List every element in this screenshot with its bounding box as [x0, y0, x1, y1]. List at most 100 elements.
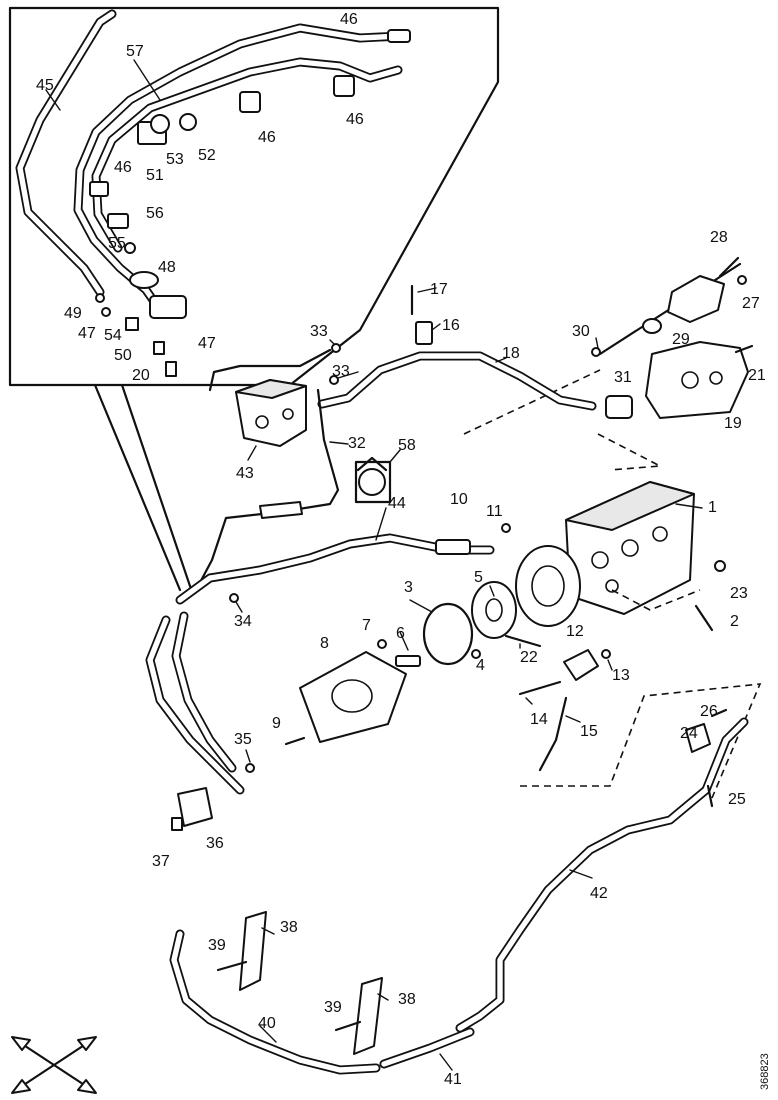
callout-label-33: 33 [332, 363, 350, 380]
callout-label-29: 29 [672, 331, 690, 348]
bolt-9-icon [284, 736, 306, 746]
fitting-47-icon [153, 341, 165, 355]
callout-label-33: 33 [310, 323, 328, 340]
callout-label-21: 21 [748, 367, 766, 384]
callout-label-49: 49 [64, 305, 82, 322]
callout-label-4: 4 [476, 657, 485, 674]
nut-13-icon [601, 649, 611, 659]
callout-label-55: 55 [108, 235, 126, 252]
callout-label-35: 35 [234, 731, 252, 748]
fitting-47-icon [125, 317, 139, 331]
callout-label-11: 11 [486, 503, 503, 520]
bolt-39-icon [334, 1020, 362, 1032]
bracket-24-icon [685, 723, 711, 753]
callout-label-9: 9 [272, 715, 281, 732]
callout-label-7: 7 [362, 617, 371, 634]
callout-label-54: 54 [104, 327, 122, 344]
callout-label-39: 39 [324, 999, 342, 1016]
clip-46-icon [333, 75, 355, 97]
callout-label-3: 3 [404, 579, 413, 596]
callout-label-46: 46 [114, 159, 132, 176]
callout-label-31: 31 [614, 369, 632, 386]
detail-inset [8, 6, 500, 594]
block-54-icon [149, 295, 187, 319]
callout-label-20: 20 [132, 367, 150, 384]
inset-pipe-45 [15, 9, 117, 297]
bolt-25-icon [706, 784, 714, 808]
washer-11-icon [501, 523, 511, 533]
callout-label-47: 47 [198, 335, 216, 352]
callout-label-15: 15 [580, 723, 598, 740]
washer-4-icon [471, 649, 481, 659]
callout-label-6: 6 [396, 625, 405, 642]
callout-label-27: 27 [742, 295, 760, 312]
callout-label-10: 10 [450, 491, 468, 508]
flange-55-icon [129, 271, 159, 289]
callout-label-34: 34 [234, 613, 252, 630]
pipe-18 [317, 351, 597, 411]
bracket-38-icon [239, 911, 267, 991]
callout-label-12: 12 [566, 623, 584, 640]
callout-label-41: 41 [444, 1071, 462, 1088]
pipe-42 [455, 717, 749, 1033]
callout-label-44: 44 [388, 495, 406, 512]
callout-label-1: 1 [708, 499, 717, 516]
callout-label-56: 56 [146, 205, 164, 222]
nut-49-icon [101, 307, 111, 317]
elbow-31-icon [605, 395, 633, 419]
bolt-6-icon [395, 655, 421, 667]
callout-label-38: 38 [280, 919, 298, 936]
bolt-39-icon [216, 960, 248, 972]
plug-50-icon [165, 361, 177, 377]
callout-label-24: 24 [680, 725, 698, 742]
callout-label-38: 38 [398, 991, 416, 1008]
callout-label-47: 47 [78, 325, 96, 342]
bolt-37-icon [171, 817, 183, 831]
callout-label-8: 8 [320, 635, 329, 652]
orientation-arrows-icon [11, 1036, 97, 1094]
callout-label-42: 42 [590, 885, 608, 902]
seal-29-icon [642, 318, 662, 334]
fitting-53-icon [150, 114, 170, 134]
callout-label-48: 48 [158, 259, 176, 276]
callout-label-40: 40 [258, 1015, 276, 1032]
washer-56-icon [124, 242, 136, 254]
stud-22-icon [504, 634, 542, 648]
callout-label-26: 26 [700, 703, 718, 720]
nut-28-icon [737, 275, 747, 285]
fitting-10-icon [435, 539, 471, 555]
clip-46-icon [239, 91, 261, 113]
bolt-26-icon [710, 708, 728, 718]
callout-label-57: 57 [126, 43, 144, 60]
callout-label-28: 28 [710, 229, 728, 246]
callout-label-25: 25 [728, 791, 746, 808]
pipe-40 [169, 929, 381, 1075]
callout-label-58: 58 [398, 437, 416, 454]
washer-7-icon [377, 639, 387, 649]
clip-34-icon [229, 593, 239, 603]
callout-label-36: 36 [206, 835, 224, 852]
callout-label-46: 46 [258, 129, 276, 146]
fitting-32-icon [259, 501, 303, 519]
nut-23-icon [714, 560, 726, 572]
callout-label-37: 37 [152, 853, 170, 870]
callout-label-17: 17 [430, 281, 448, 298]
compressor-43 [235, 379, 307, 447]
callout-label-18: 18 [502, 345, 520, 362]
callout-label-22: 22 [520, 649, 538, 666]
callout-label-46: 46 [346, 111, 364, 128]
callout-label-45: 45 [36, 77, 54, 94]
o-ring-3-icon [422, 602, 474, 666]
callout-label-52: 52 [198, 147, 216, 164]
bracket-38-icon [353, 977, 383, 1055]
inset-pipe-57 [73, 23, 405, 315]
callout-label-46: 46 [340, 11, 358, 28]
bolt-21-icon [734, 344, 754, 354]
drawing-id: 368823 [759, 1053, 771, 1090]
washer-48-icon [95, 293, 105, 303]
callout-label-39: 39 [208, 937, 226, 954]
callout-label-30: 30 [572, 323, 590, 340]
callout-label-53: 53 [166, 151, 184, 168]
